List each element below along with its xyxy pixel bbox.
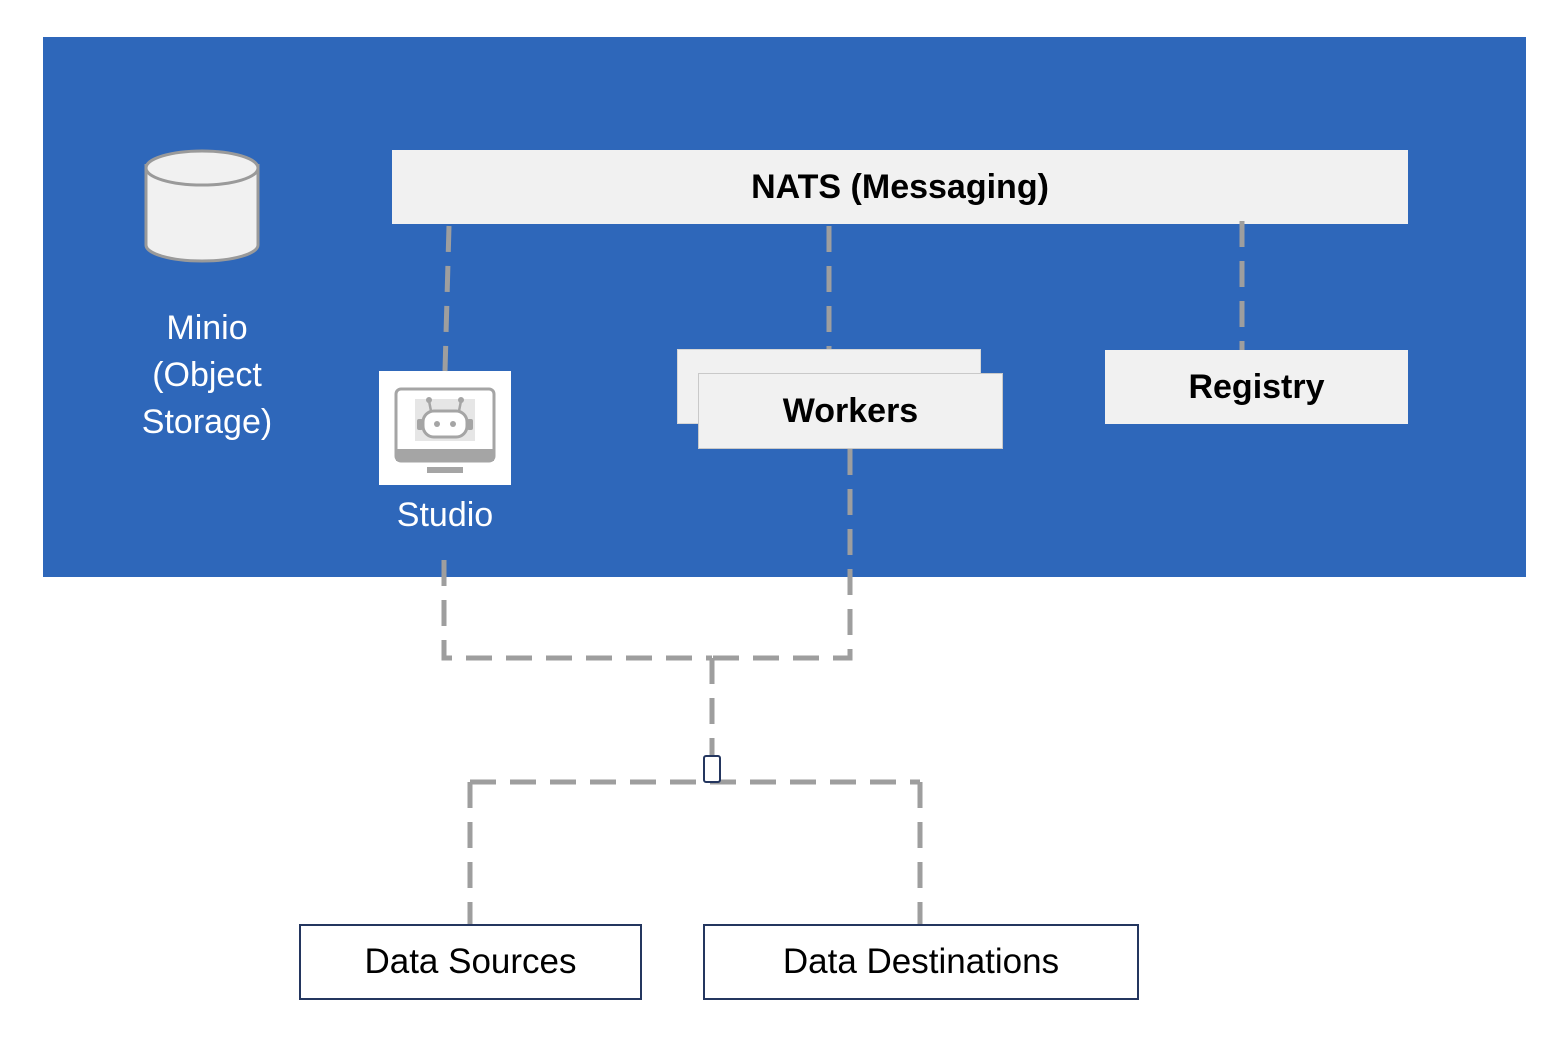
minio-label-line-1: Minio	[166, 309, 248, 347]
data-destinations-label: Data Destinations	[782, 942, 1060, 981]
workers-bus-connector	[712, 449, 853, 661]
data-destinations-box[interactable]: Data Destinations	[703, 924, 1139, 1000]
database-icon	[144, 149, 260, 263]
minio-label-line-3: Storage)	[141, 403, 273, 441]
data-sources-box[interactable]: Data Sources	[299, 924, 642, 1000]
studio-tile[interactable]	[379, 371, 511, 485]
workers-label: Workers	[782, 391, 919, 430]
nats-messaging-box[interactable]: NATS (Messaging)	[392, 150, 1408, 224]
data-sources-label: Data Sources	[364, 942, 577, 981]
platform-cluster	[43, 37, 1526, 577]
registry-label: Registry	[1188, 367, 1325, 406]
studio-bus-connector	[441, 560, 712, 661]
registry-box[interactable]: Registry	[1105, 350, 1408, 424]
junction-marker	[703, 755, 721, 783]
studio-label: Studio	[396, 496, 494, 534]
workers-box[interactable]: Workers	[698, 373, 1003, 449]
monitor-robot-icon	[394, 387, 496, 473]
nats-studio-connector	[442, 225, 452, 372]
minio-label-line-2: (Object	[152, 356, 262, 394]
minio-label: Minio (Object Storage)	[112, 305, 302, 446]
nats-label: NATS (Messaging)	[751, 167, 1049, 206]
